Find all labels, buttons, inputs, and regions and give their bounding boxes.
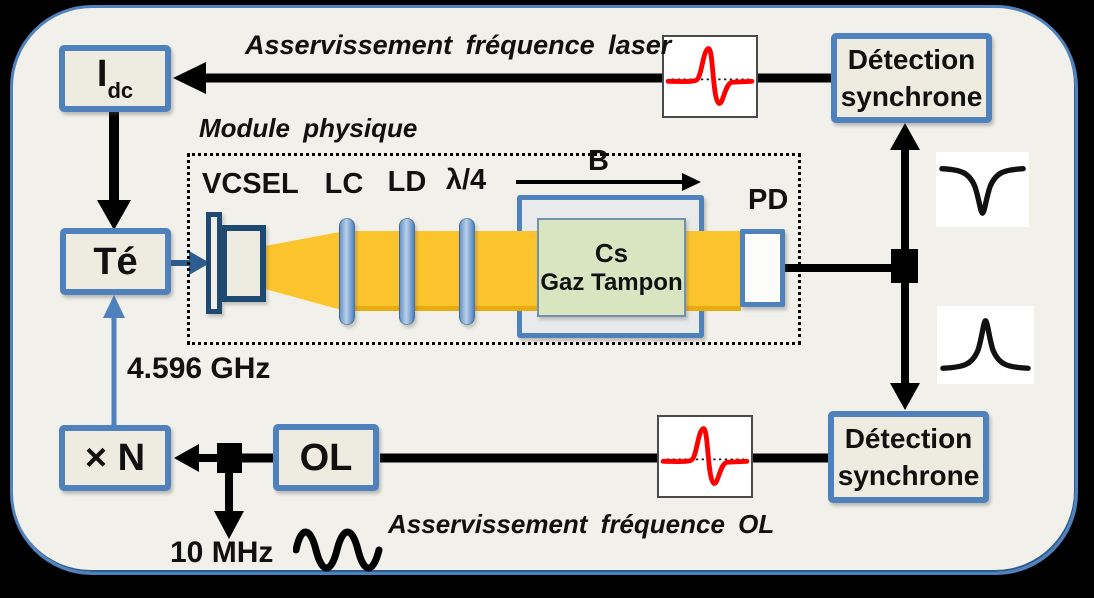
transmission-peak-icon: [937, 306, 1034, 384]
te-box: Té: [60, 228, 171, 295]
buffer-gas-label: Gaz Tampon: [540, 268, 683, 296]
junction-node-ol: [217, 443, 242, 473]
lockin-top-line1: Détection: [847, 44, 976, 75]
transmission-peak-curve: [940, 318, 1031, 371]
vcsel-label: VCSEL: [202, 168, 299, 200]
microwave-frequency-label: 4.596 GHz: [127, 352, 271, 385]
module-title: Module physique: [199, 113, 418, 143]
b-field-arrowhead: [682, 173, 701, 191]
arrowhead-blue-into-te: [103, 295, 125, 318]
absorption-dip-curve: [939, 166, 1026, 216]
laser-loop-title: Asservissement fréquence laser: [245, 30, 672, 60]
arrowhead-into-xn: [174, 444, 199, 472]
lockin-top-line2: synchrone: [840, 81, 983, 112]
absorption-dip-icon: [936, 152, 1029, 227]
sine-wave-icon: [293, 528, 383, 572]
lens-ld: [399, 218, 415, 325]
error-signal-top: [662, 35, 758, 118]
cs-buffer-gas-cell: Cs Gaz Tampon: [537, 218, 686, 317]
te-label: Té: [93, 240, 138, 283]
reference-frequency-label: 10 MHz: [170, 536, 274, 569]
multiplier-box: × N: [59, 425, 171, 491]
laser-beam-cone: [265, 231, 345, 311]
arrowhead-into-dsbottom: [890, 383, 920, 410]
quarter-wave-plate: [459, 218, 475, 325]
lockin-bottom-line1: Détection: [844, 423, 973, 454]
photodiode: [740, 229, 785, 307]
pd-label: PD: [748, 184, 789, 216]
cs-label: Cs: [594, 237, 629, 268]
lens-lc: [339, 218, 355, 325]
physics-module-frame: [187, 153, 801, 345]
ld-label: LD: [387, 166, 427, 198]
local-oscillator-box: OL: [273, 424, 379, 491]
lockin-top-box: Détection synchrone: [831, 33, 992, 123]
idc-label: Idc: [96, 53, 134, 103]
quarter-wave-label: λ/4: [445, 164, 487, 196]
lockin-bottom-line2: synchrone: [837, 460, 980, 491]
error-signal-bottom: [657, 415, 753, 498]
ol-loop-title: Asservissement fréquence OL: [388, 509, 775, 539]
junction-node-pd: [891, 249, 918, 283]
b-field-label: B: [588, 145, 609, 177]
arrowhead-into-dstop: [890, 123, 920, 150]
arrowhead-10mhz: [214, 511, 244, 539]
lc-label: LC: [324, 168, 364, 200]
arrowhead-into-idc: [173, 62, 206, 94]
lockin-bottom-box: Détection synchrone: [828, 411, 989, 503]
vcsel-mount-plate: [206, 212, 222, 314]
idc-box: Idc: [59, 45, 171, 112]
arrowhead-into-vcsel: [189, 251, 210, 275]
dispersion-curve-icon: [665, 46, 755, 106]
ol-label: OL: [299, 436, 353, 479]
dispersion-curve-icon: [660, 426, 750, 486]
vcsel-body: [221, 225, 266, 302]
multiplier-label: × N: [84, 437, 146, 479]
arrowhead-into-te: [97, 200, 131, 230]
